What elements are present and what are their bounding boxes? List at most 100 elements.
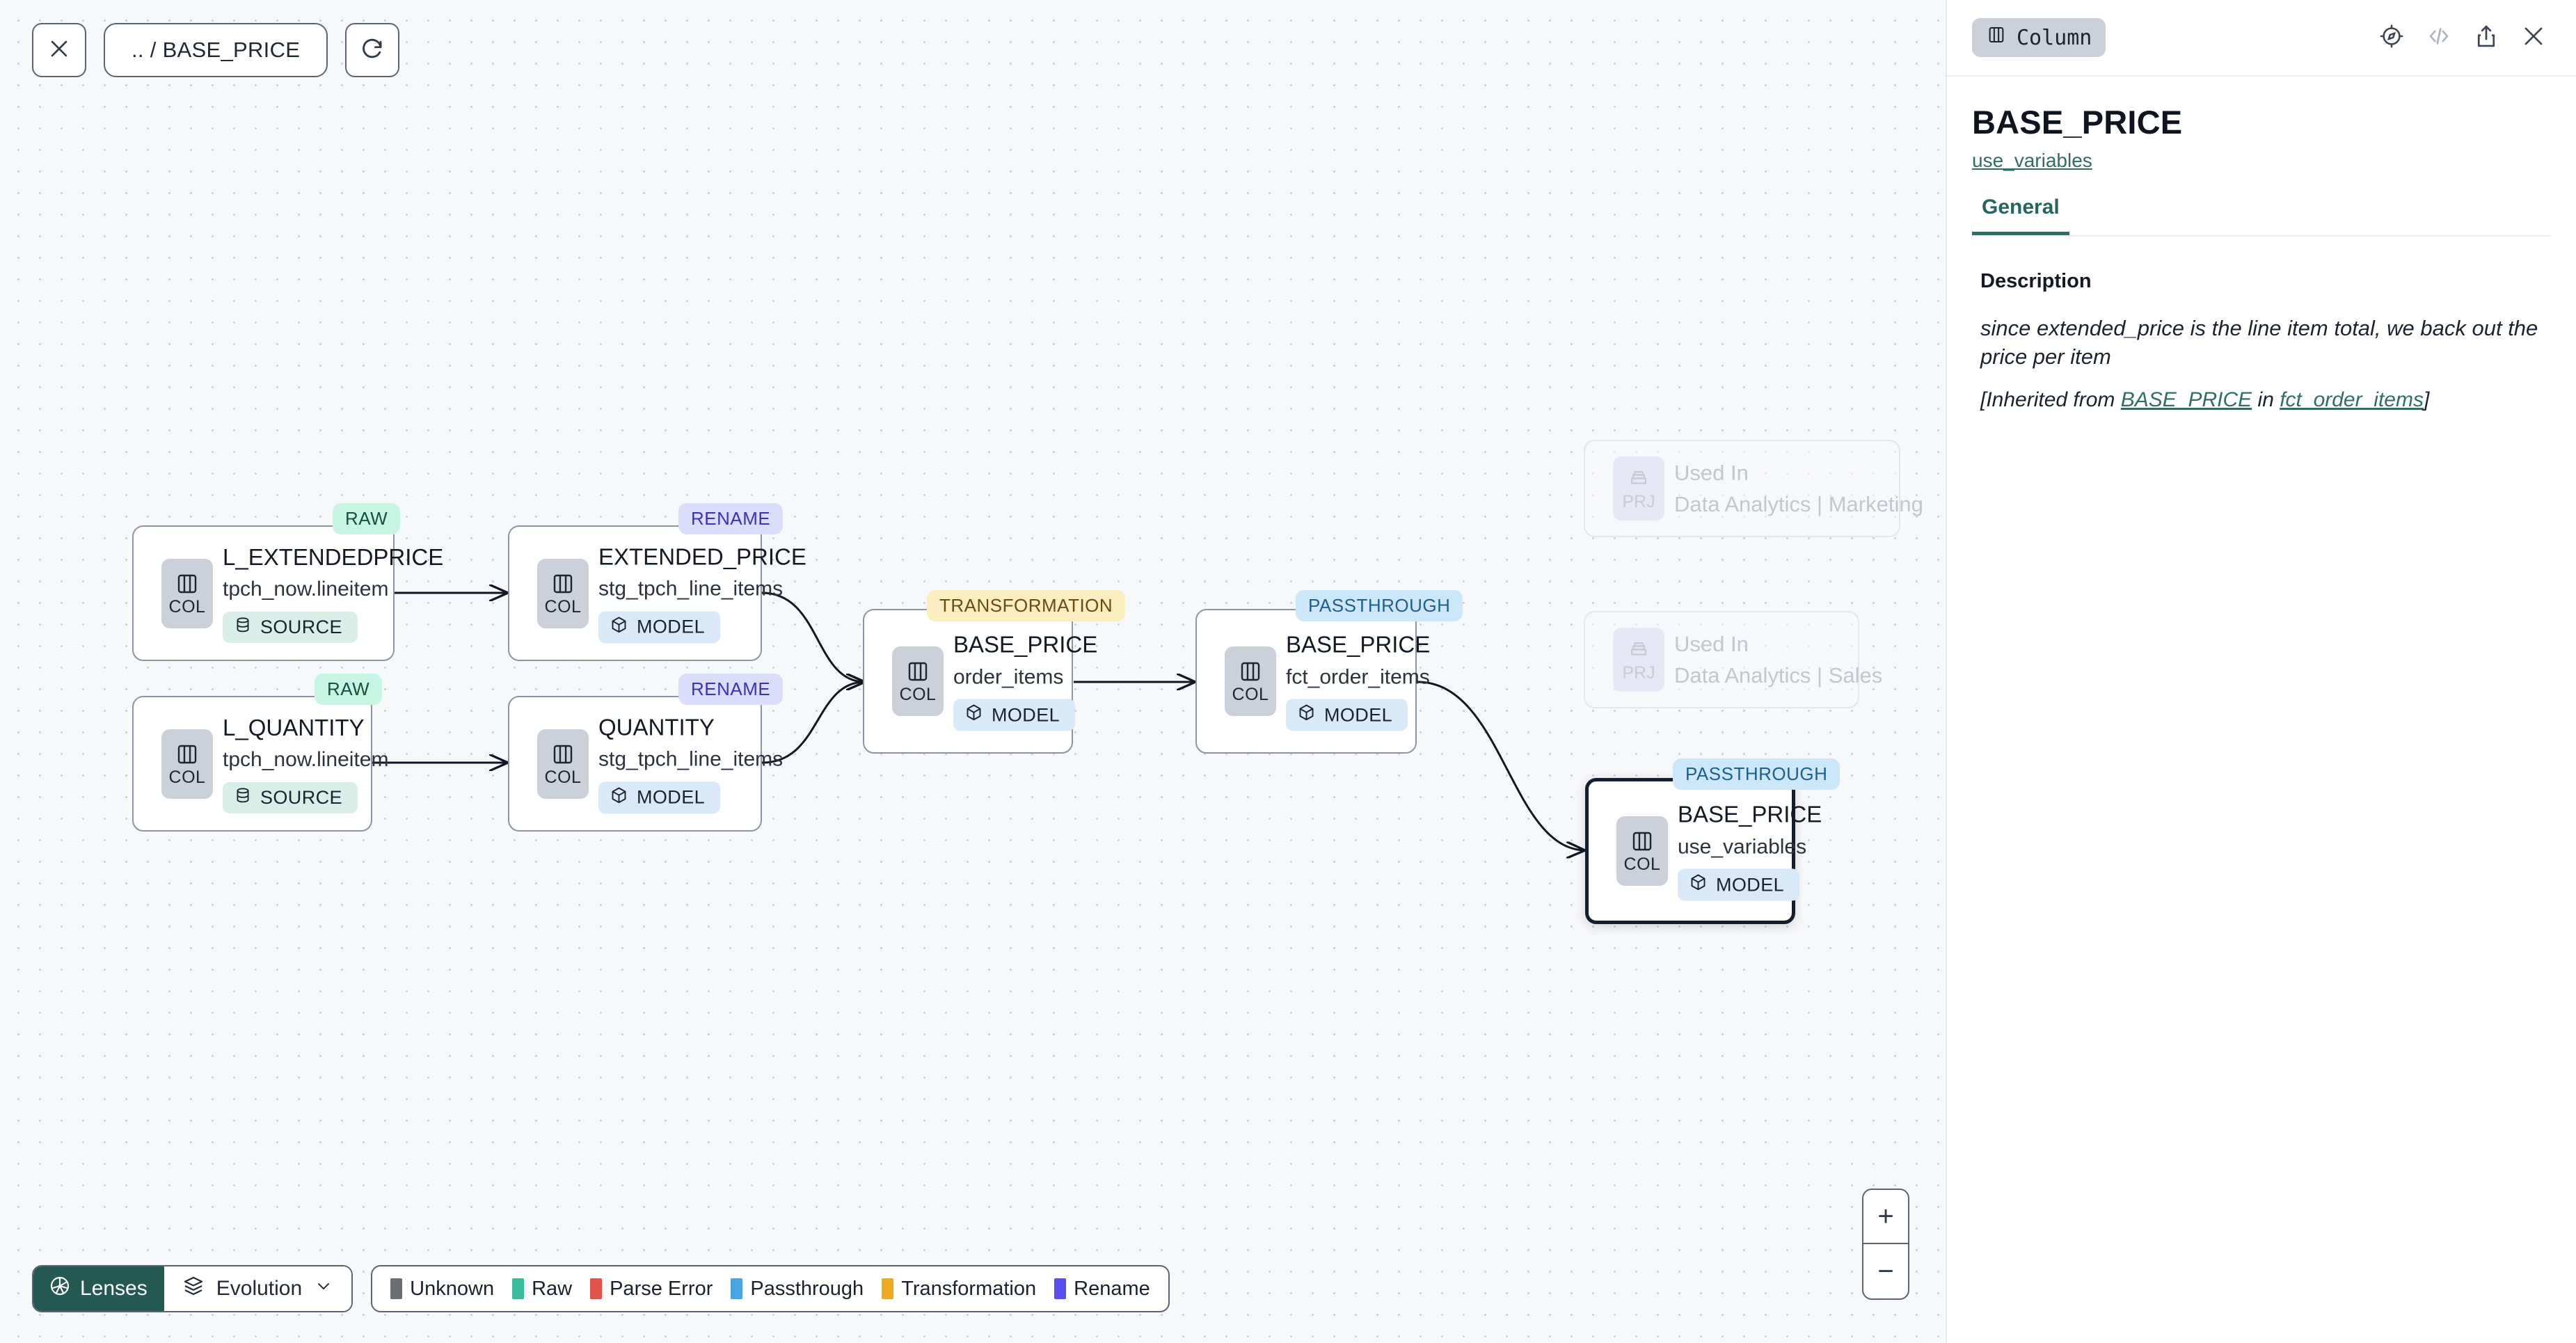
legend-item[interactable]: Rename — [1054, 1278, 1150, 1301]
page-title: BASE_PRICE — [1972, 104, 2183, 141]
breadcrumb[interactable]: .. / BASE_PRICE — [104, 23, 328, 77]
node-title: BASE_PRICE — [1286, 631, 1431, 658]
node-tag-label: MODEL — [637, 786, 706, 808]
details-tabs: General — [1972, 196, 2551, 237]
layers-icon — [182, 1275, 205, 1303]
ghost-node-used-in-marketing[interactable]: PRJ Used In Data Analytics | Marketing — [1584, 440, 1923, 537]
column-chip-label: COL — [168, 767, 206, 787]
node-title: BASE_PRICE — [953, 631, 1098, 658]
inherited-middle: in — [2252, 388, 2280, 412]
lineage-node-base-price-use-variables[interactable]: COL BASE_PRICE use_variables MODEL — [1585, 778, 1822, 924]
column-chip: COL — [1225, 646, 1276, 716]
database-icon — [234, 616, 252, 639]
aperture-icon — [49, 1275, 71, 1303]
project-chip-label: PRJ — [1622, 491, 1655, 511]
node-tag-model: MODEL — [1678, 868, 1800, 901]
entity-type-badge: Column — [1972, 18, 2106, 57]
column-chip-label: COL — [1232, 685, 1269, 704]
cube-icon — [1297, 704, 1316, 727]
close-lineage-button[interactable] — [32, 23, 86, 77]
cube-icon — [610, 786, 628, 809]
node-title: EXTENDED_PRICE — [598, 543, 806, 569]
node-tag-label: SOURCE — [260, 616, 342, 637]
database-icon — [234, 786, 252, 809]
lineage-node-l-quantity[interactable]: COL L_QUANTITY tpch_now.lineitem SOURCE — [132, 696, 388, 832]
node-title: QUANTITY — [598, 713, 715, 740]
node-title: L_QUANTITY — [223, 714, 365, 740]
node-title: BASE_PRICE — [1678, 801, 1822, 827]
lineage-node-base-price-order-items[interactable]: COL BASE_PRICE order_items MODEL — [863, 609, 1097, 754]
node-tag-label: MODEL — [637, 616, 706, 637]
share-icon[interactable] — [2473, 23, 2499, 53]
node-tag-model: MODEL — [1286, 699, 1408, 731]
refresh-icon — [360, 36, 385, 65]
node-tag-label: SOURCE — [260, 786, 342, 808]
node-badge-passthrough: PASSTHROUGH — [1296, 590, 1463, 621]
legend-label: Parse Error — [610, 1277, 713, 1300]
tab-general[interactable]: General — [1972, 196, 2069, 235]
legend-item[interactable]: Parse Error — [590, 1278, 713, 1301]
column-icon — [1986, 24, 2007, 51]
legend-label: Transformation — [901, 1277, 1037, 1300]
node-subtitle: use_variables — [1678, 835, 1807, 859]
node-tag-source: SOURCE — [223, 611, 358, 643]
canvas-bottom-bar: Lenses Evolution Unk — [32, 1265, 1170, 1312]
code-icon[interactable] — [2426, 23, 2452, 53]
lineage-node-extended-price[interactable]: COL EXTENDED_PRICE stg_tpch_line_items M… — [508, 525, 806, 661]
lenses-group: Lenses Evolution — [32, 1265, 353, 1312]
legend-swatch-unknown — [390, 1278, 403, 1299]
lineage-node-l-extendedprice[interactable]: COL L_EXTENDEDPRICE tpch_now.lineitem SO… — [132, 525, 443, 661]
inherited-column-link[interactable]: BASE_PRICE — [2120, 388, 2252, 412]
model-link[interactable]: use_variables — [1972, 150, 2092, 171]
node-tag-label: MODEL — [992, 704, 1060, 726]
column-chip-label: COL — [544, 596, 582, 617]
legend-item[interactable]: Raw — [512, 1278, 572, 1301]
column-chip: COL — [1616, 816, 1668, 886]
chevron-down-icon — [314, 1276, 333, 1301]
column-chip-label: COL — [1623, 855, 1661, 874]
lenses-button[interactable]: Lenses — [33, 1266, 164, 1311]
project-chip: PRJ — [1613, 628, 1664, 692]
ghost-node-subtitle: Data Analytics | Marketing — [1674, 492, 1923, 516]
node-tag-source: SOURCE — [223, 781, 358, 813]
close-icon[interactable] — [2520, 23, 2547, 53]
node-subtitle: tpch_now.lineitem — [223, 748, 389, 772]
lenses-label: Lenses — [80, 1277, 148, 1300]
node-title: L_EXTENDEDPRICE — [223, 543, 444, 570]
legend-item[interactable]: Transformation — [882, 1278, 1036, 1301]
lineage-node-base-price-fct-order-items[interactable]: COL BASE_PRICE fct_order_items MODEL — [1195, 609, 1430, 754]
project-chip: PRJ — [1613, 456, 1664, 520]
details-panel: Column — [1946, 0, 2576, 1343]
column-chip: COL — [537, 729, 589, 799]
inherited-suffix: ] — [2423, 388, 2430, 412]
legend-swatch-passthrough — [731, 1278, 743, 1299]
node-badge-raw: RAW — [315, 674, 383, 705]
column-chip: COL — [892, 646, 944, 716]
lineage-node-quantity[interactable]: COL QUANTITY stg_tpch_line_items MODEL — [508, 696, 783, 832]
explore-icon[interactable] — [2378, 23, 2405, 53]
node-subtitle: order_items — [953, 665, 1064, 689]
node-subtitle: stg_tpch_line_items — [598, 747, 784, 771]
inherited-note: [Inherited from BASE_PRICE in fct_order_… — [1947, 371, 2576, 413]
legend-label: Raw — [532, 1277, 573, 1300]
node-subtitle: fct_order_items — [1286, 665, 1430, 689]
column-chip-label: COL — [544, 767, 582, 787]
node-subtitle: stg_tpch_line_items — [598, 577, 784, 601]
inherited-model-link[interactable]: fct_order_items — [2280, 388, 2424, 412]
entity-type-label: Column — [2017, 25, 2092, 50]
zoom-out-button[interactable]: − — [1877, 1256, 1894, 1287]
details-panel-actions — [2378, 23, 2547, 53]
legend-label: Unknown — [410, 1277, 495, 1300]
evolution-label: Evolution — [216, 1277, 303, 1300]
legend-item[interactable]: Passthrough — [731, 1278, 864, 1301]
column-chip: COL — [161, 558, 213, 628]
zoom-in-button[interactable]: + — [1863, 1190, 1908, 1244]
description-label: Description — [1980, 270, 2092, 292]
legend-item[interactable]: Unknown — [390, 1278, 494, 1301]
cube-icon — [1689, 873, 1708, 897]
ghost-node-used-in-sales[interactable]: PRJ Used In Data Analytics | Sales — [1584, 611, 1882, 708]
lineage-canvas[interactable]: .. / BASE_PRICE COL — [0, 0, 1946, 1343]
refresh-button[interactable] — [345, 23, 400, 77]
evolution-dropdown[interactable]: Evolution — [164, 1266, 352, 1311]
canvas-toolbar: .. / BASE_PRICE — [32, 23, 400, 77]
